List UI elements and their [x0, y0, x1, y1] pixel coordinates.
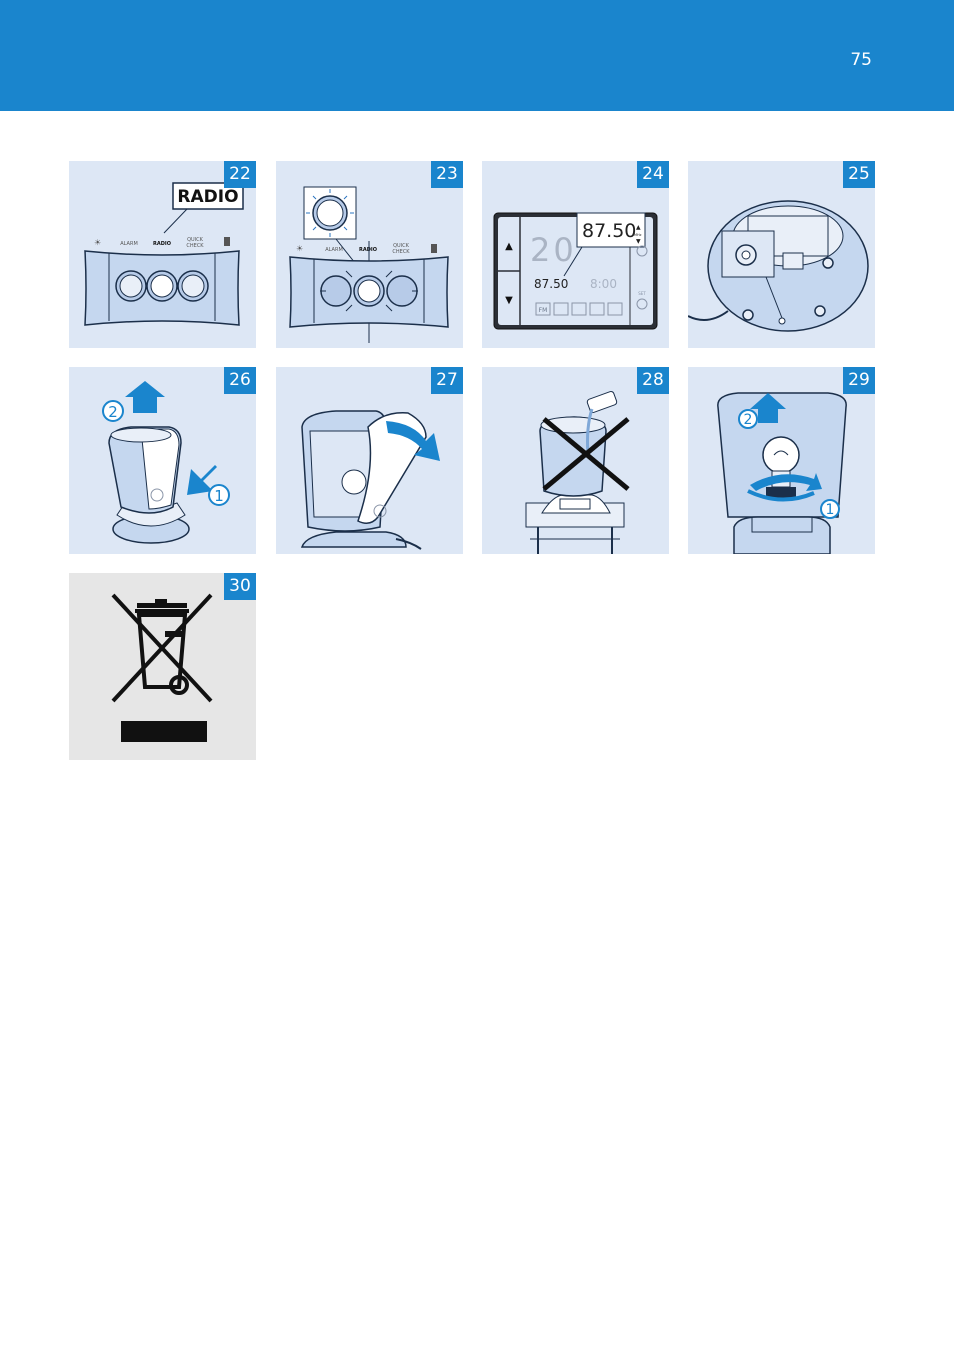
svg-text:▼: ▼	[505, 295, 513, 306]
figure-24: 24 ▲ ▼ 20 87.50 ▲ ▼ MHz 87.50 8:00 FM SE…	[482, 161, 669, 348]
svg-text:▲: ▲	[505, 241, 513, 252]
svg-text:2: 2	[744, 412, 753, 428]
step-badge-25: 25	[843, 161, 875, 188]
radio-label-small: RADIO	[153, 241, 171, 247]
step-badge-23: 23	[431, 161, 463, 188]
weee-disposal-icon	[111, 593, 213, 742]
svg-text:▲: ▲	[636, 224, 641, 231]
svg-text:MHz: MHz	[634, 233, 642, 237]
clock-time: 20	[530, 231, 577, 269]
step-number-2: 2	[108, 403, 118, 421]
step-badge-22: 22	[224, 161, 256, 188]
replace-bulb-illustration: 2 1	[717, 392, 847, 554]
do-not-fill-water-illustration	[525, 390, 630, 554]
page-number: 75	[850, 50, 872, 70]
radio-label-big: RADIO	[177, 187, 238, 207]
figure-28: 28	[482, 367, 669, 554]
step-badge-26: 26	[224, 367, 256, 394]
alarm-label: ALARM	[120, 241, 138, 247]
step-badge-27: 27	[431, 367, 463, 394]
svg-text:CHECK: CHECK	[392, 249, 410, 255]
svg-text:FM: FM	[539, 307, 548, 314]
svg-text:QUICK: QUICK	[187, 237, 204, 243]
base-screw-illustration	[688, 200, 869, 332]
figure-26: 26 2 1	[69, 367, 256, 554]
svg-text:CHECK: CHECK	[186, 243, 204, 249]
remove-cover-illustration	[300, 410, 440, 550]
figure-25: 25	[688, 161, 875, 348]
svg-text:ALARM: ALARM	[325, 247, 343, 253]
frequency-small: 87.50	[534, 277, 568, 291]
step-badge-29: 29	[843, 367, 875, 394]
svg-text:RADIO: RADIO	[359, 247, 377, 253]
step-number-1: 1	[214, 487, 224, 505]
svg-text:☀: ☀	[94, 238, 101, 247]
frequency-big: 87.50	[582, 220, 636, 242]
svg-text:1: 1	[826, 502, 835, 518]
display-illustration: ▲ ▼ 20 87.50 ▲ ▼ MHz 87.50 8:00 FM SET	[493, 212, 658, 330]
svg-text:SET: SET	[638, 291, 646, 296]
figure-30: 30	[69, 573, 256, 760]
figure-29: 29 2 1	[688, 367, 875, 554]
svg-text:QUICK: QUICK	[393, 243, 410, 249]
figure-27: 27	[276, 367, 463, 554]
alarm-time: 8:00	[590, 277, 617, 291]
lift-cover-illustration: 2 1	[102, 381, 230, 544]
step-badge-30: 30	[224, 573, 256, 600]
svg-text:☀: ☀	[296, 244, 303, 253]
step-badge-24: 24	[637, 161, 669, 188]
svg-text:▼: ▼	[636, 238, 641, 245]
step-badge-28: 28	[637, 367, 669, 394]
figure-22: 22 RADIO ☀ ALARM RADIO QUICK CHECK	[69, 161, 256, 348]
page-header: 75	[0, 0, 954, 111]
figure-23: 23 ☀ ALARM RADIO QUICK CHECK	[276, 161, 463, 348]
press-button-illustration: ☀ ALARM RADIO QUICK CHECK	[289, 186, 449, 343]
radio-button-illustration: RADIO ☀ ALARM RADIO QUICK CHECK	[84, 182, 244, 326]
